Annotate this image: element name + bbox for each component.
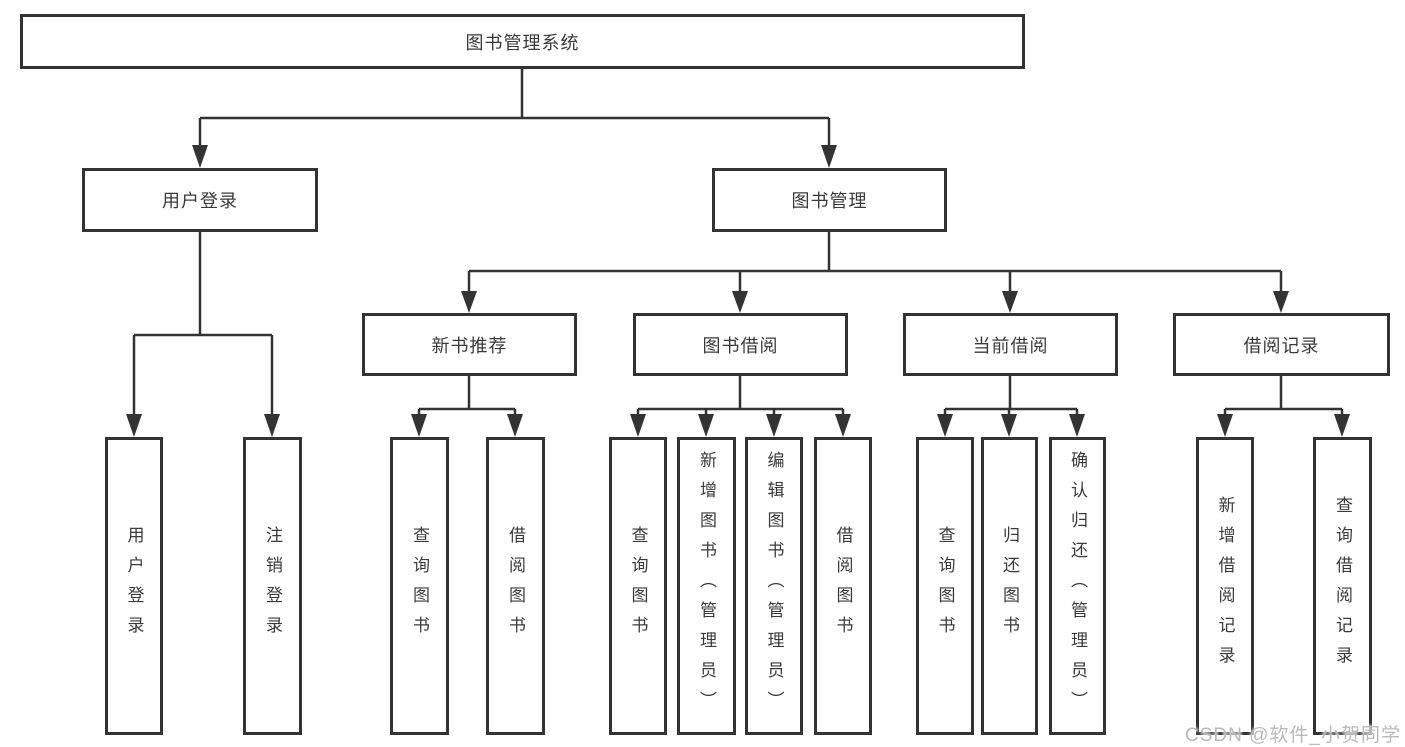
leaf-borrow-books-2: 借阅图书 <box>814 437 872 735</box>
leaf-query-books-1: 查询图书 <box>390 437 449 735</box>
node-label: 图书管理系统 <box>465 32 580 53</box>
node-book-management: 图书管理 <box>712 168 947 232</box>
node-borrowing-records: 借阅记录 <box>1173 313 1390 376</box>
node-label: 编辑图书（管理员） <box>764 451 784 721</box>
csdn-watermark: CSDN @软件_小贺同学 <box>1185 725 1401 746</box>
node-label: 查询图书 <box>628 526 648 646</box>
node-label: 借阅图书 <box>506 526 525 646</box>
connector-strokes <box>132 69 1344 418</box>
node-label: 图书借阅 <box>702 335 779 356</box>
node-label: 新书推荐 <box>431 335 508 356</box>
node-book-borrowing: 图书借阅 <box>633 313 848 376</box>
leaf-query-books-3: 查询图书 <box>916 437 974 735</box>
node-label: 查询借阅记录 <box>1333 496 1352 676</box>
leaf-confirm-return-admin: 确认归还（管理员） <box>1049 437 1106 735</box>
node-label: 确认归还（管理员） <box>1068 451 1087 721</box>
node-label: 图书管理 <box>791 191 868 211</box>
node-label: 新增借阅记录 <box>1215 496 1235 676</box>
node-label: 借阅图书 <box>833 526 853 646</box>
leaf-borrow-books-1: 借阅图书 <box>486 437 545 735</box>
node-label: 新增图书（管理员） <box>697 451 716 721</box>
leaf-query-books-2: 查询图书 <box>609 437 667 735</box>
node-label: 用户登录 <box>162 191 238 211</box>
node-label: 借阅记录 <box>1243 335 1320 356</box>
leaf-return-books: 归还图书 <box>981 437 1038 735</box>
leaf-logout: 注销登录 <box>243 437 302 735</box>
leaf-user-login: 用户登录 <box>105 437 163 735</box>
node-label: 当前借阅 <box>972 335 1049 356</box>
node-root-library-management-system: 图书管理系统 <box>20 14 1025 69</box>
node-label: 查询图书 <box>935 526 955 646</box>
node-user-login: 用户登录 <box>82 168 318 232</box>
leaf-add-borrow-record: 新增借阅记录 <box>1196 437 1254 735</box>
node-label: 归还图书 <box>1000 526 1019 646</box>
node-label: 注销登录 <box>263 526 282 646</box>
arrowheads <box>126 145 1350 437</box>
leaf-add-books-admin: 新增图书（管理员） <box>677 437 736 735</box>
leaf-query-borrow-record: 查询借阅记录 <box>1313 437 1372 735</box>
node-new-book-recommendation: 新书推荐 <box>362 313 577 376</box>
node-label: 用户登录 <box>124 526 144 646</box>
node-current-borrowing: 当前借阅 <box>903 313 1118 376</box>
leaf-edit-books-admin: 编辑图书（管理员） <box>745 437 803 735</box>
node-label: 查询图书 <box>410 526 429 646</box>
